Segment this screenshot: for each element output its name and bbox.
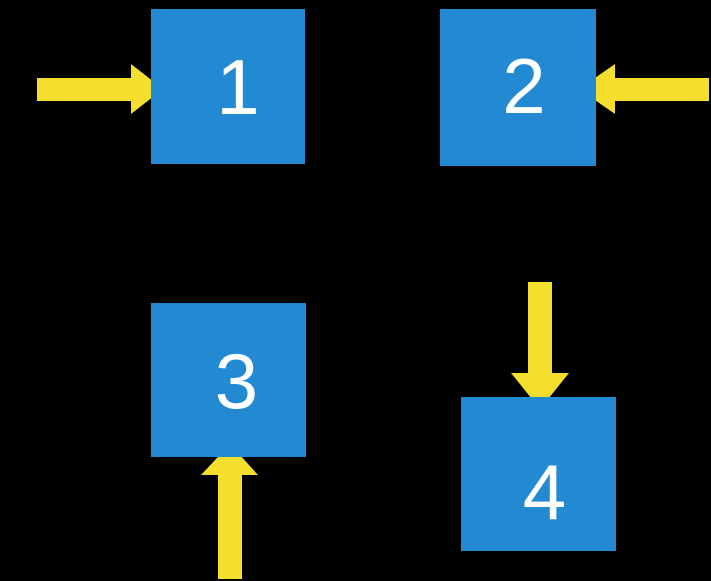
arrow-down-into-node-4 [511,282,569,409]
node-box-3-label: 3 [214,337,259,425]
arrow-left-into-node-2 [579,64,709,114]
node-box-2[interactable]: 2 [440,9,596,166]
node-box-1[interactable]: 1 [151,9,305,164]
node-box-4-label: 4 [522,448,567,536]
node-box-2-label: 2 [502,41,546,130]
node-box-4[interactable]: 4 [461,397,616,551]
arrow-up-into-node-3 [201,444,258,579]
arrow-right-into-node-1 [37,64,163,114]
node-box-1-label: 1 [216,42,260,131]
node-box-3[interactable]: 3 [151,303,306,457]
